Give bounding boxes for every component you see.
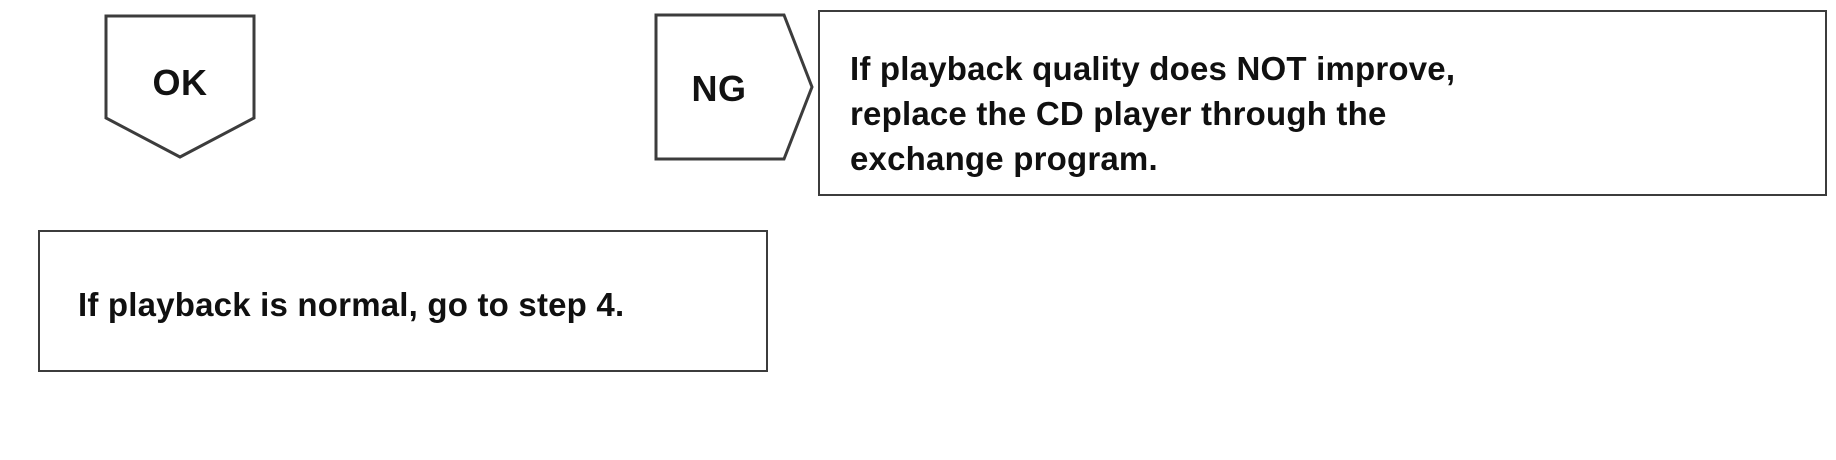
ng-branch-node: NG	[654, 13, 814, 161]
ok-message-text: If playback is normal, go to step 4.	[78, 282, 758, 327]
ng-branch-label: NG	[691, 68, 747, 109]
ng-message-text: If playback quality does NOT improve, re…	[850, 46, 1800, 181]
ng-message-line-3: exchange program.	[850, 140, 1158, 177]
pentagon-down-icon	[104, 14, 256, 159]
ng-message-line-2: replace the CD player through the	[850, 95, 1387, 132]
ok-branch-node: OK	[104, 14, 256, 159]
ng-message-line-1: If playback quality does NOT improve,	[850, 50, 1456, 87]
ng-message-box: If playback quality does NOT improve, re…	[818, 10, 1827, 196]
ok-message-line-1: If playback is normal, go to step 4.	[78, 286, 625, 323]
ok-message-box: If playback is normal, go to step 4.	[38, 230, 768, 372]
ok-branch-label: OK	[152, 62, 208, 103]
pentagon-right-icon	[654, 13, 814, 161]
